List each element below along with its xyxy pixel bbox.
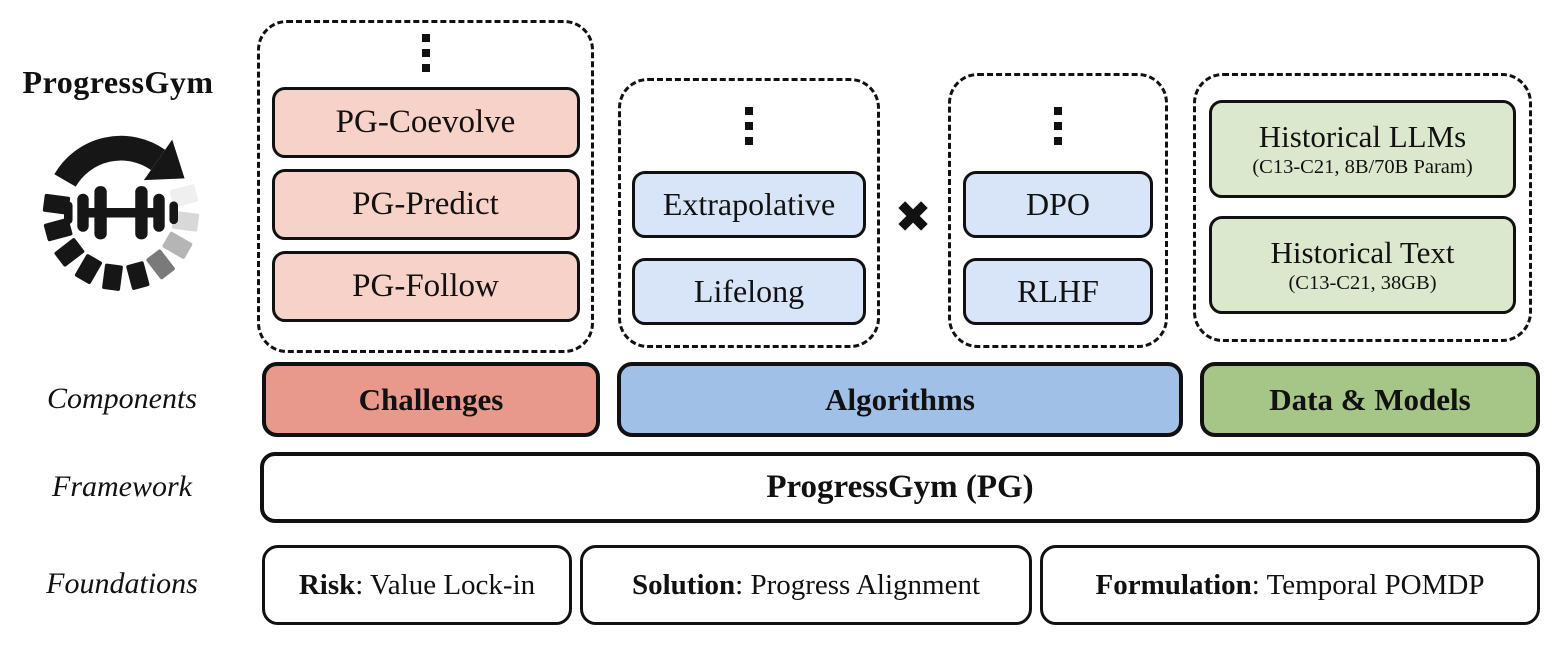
- foundation-formulation-box: Formulation: Temporal POMDP: [1040, 545, 1540, 625]
- components-row-label: Components: [47, 382, 197, 415]
- foundation-keyword: Solution: [631, 568, 736, 601]
- cross-product-icon: ✖: [894, 192, 932, 243]
- foundation-keyword: Risk: [298, 568, 356, 601]
- foundation-text: : Value Lock-in: [355, 568, 536, 601]
- vertical-ellipsis-icon: [1054, 107, 1062, 146]
- foundation-text: : Temporal POMDP: [1251, 568, 1485, 601]
- challenge-item-follow: PG-Follow: [271, 251, 580, 322]
- foundation-keyword: Formulation: [1095, 568, 1252, 601]
- algorithm-family-group: Extrapolative Lifelong: [618, 78, 880, 348]
- algorithms-bar: Algorithms: [617, 362, 1183, 437]
- data-item-title: Historical Text: [1270, 234, 1455, 270]
- foundations-row-label: Foundations: [46, 567, 198, 600]
- data-item-title: Historical LLMs: [1258, 118, 1467, 154]
- algorithm-item-rlhf: RLHF: [963, 258, 1153, 325]
- progressgym-logo-icon: [26, 108, 216, 313]
- brand-title: ProgressGym: [22, 64, 214, 100]
- training-method-group: DPO RLHF: [948, 73, 1168, 348]
- framework-bar: ProgressGym (PG): [260, 452, 1540, 523]
- algorithm-item-lifelong: Lifelong: [632, 258, 866, 325]
- vertical-ellipsis-icon: [745, 107, 753, 146]
- challenges-bar: Challenges: [262, 362, 600, 437]
- challenge-item-predict: PG-Predict: [271, 169, 580, 240]
- data-item-historical-text: Historical Text (C13-C21, 38GB): [1209, 216, 1516, 314]
- challenges-group: PG-Coevolve PG-Predict PG-Follow: [257, 20, 594, 353]
- foundation-text: : Progress Alignment: [735, 568, 981, 601]
- foundation-risk-box: Risk: Value Lock-in: [262, 545, 572, 625]
- data-models-group: Historical LLMs (C13-C21, 8B/70B Param) …: [1193, 73, 1532, 342]
- data-models-bar: Data & Models: [1200, 362, 1540, 437]
- challenge-item-coevolve: PG-Coevolve: [271, 87, 580, 158]
- data-item-subtitle: (C13-C21, 8B/70B Param): [1252, 155, 1473, 178]
- vertical-ellipsis-icon: [421, 33, 430, 73]
- data-item-subtitle: (C13-C21, 38GB): [1288, 271, 1437, 294]
- algorithm-item-dpo: DPO: [963, 171, 1153, 239]
- algorithm-item-extrapolative: Extrapolative: [632, 171, 866, 239]
- framework-row-label: Framework: [52, 470, 192, 503]
- data-item-historical-llms: Historical LLMs (C13-C21, 8B/70B Param): [1209, 100, 1516, 198]
- foundation-solution-box: Solution: Progress Alignment: [580, 545, 1032, 625]
